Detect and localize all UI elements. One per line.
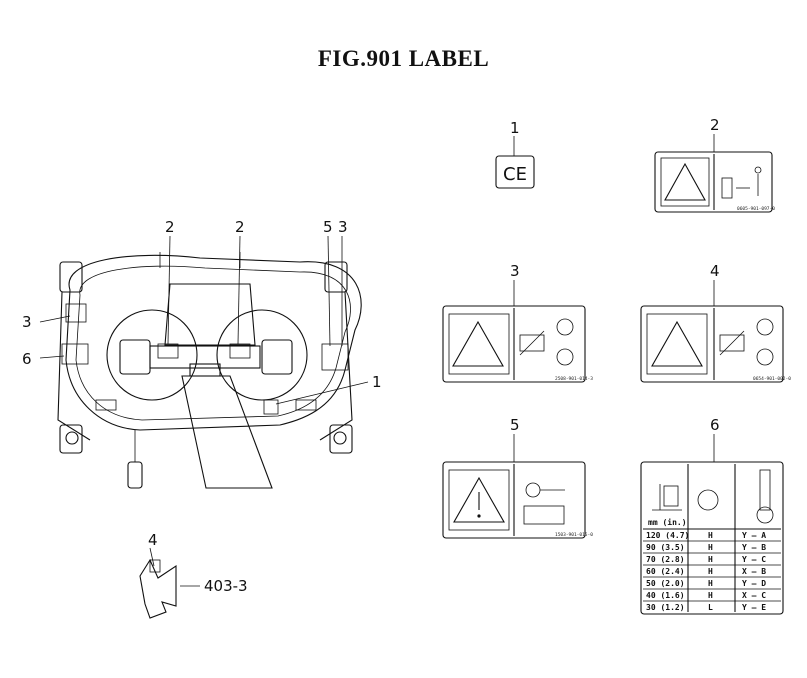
callout-2-right: 2 [235,218,245,236]
label-3-code: 2508-901-014-3 [555,376,593,382]
table-row-4-height: 60 (2.4) [646,567,685,576]
label-5-number: 5 [510,416,520,434]
label-4-code: 0654-901-002-0 [753,376,791,382]
callout-2-left: 2 [165,218,175,236]
table-row-6-height: 40 (1.6) [646,591,685,600]
label-4-number: 4 [710,262,720,280]
rotation-icon [556,318,574,336]
warning-triangle-icon [452,320,504,367]
mower-deck-assembly [39,235,369,489]
adjust-scale-icon [759,469,771,511]
rotation-icon [756,348,774,366]
height-table-unit: mm (in.) [648,517,687,527]
callout-6: 6 [22,350,32,368]
label-5-code: 1503-901-015-0 [555,532,593,538]
table-row-7-height: 30 (1.2) [646,603,685,612]
table-row-6-pos: H [708,591,713,600]
ce-mark-text: CE [503,164,527,185]
label-6-number: 6 [710,416,720,434]
table-row-2-pos: H [708,543,713,552]
label-1-ce-mark: CE [495,136,535,189]
caster-wheel-icon [697,489,719,511]
key-icon [525,482,541,498]
label-4-decal: 0654-901-002-0 [640,280,791,383]
part-callout-4: 4 [148,531,158,549]
part-403-3 [139,547,200,619]
table-row-3-height: 70 (2.8) [646,555,685,564]
no-feet-icon [719,334,745,352]
figure-title: FIG.901 LABEL [317,46,490,71]
table-row-7-pos: L [708,603,713,612]
table-row-1-pos: H [708,531,713,540]
warning-triangle-icon [664,162,706,201]
no-hands-icon [519,334,545,352]
part-ref-403-3: 403-3 [204,577,248,595]
rotation-icon [756,318,774,336]
machine-icon [721,177,733,199]
callout-3-right: 3 [338,218,348,236]
label-2-decal: 0605-901-097-0 [654,134,775,213]
rotation-icon [556,348,574,366]
callout-3-left: 3 [22,313,32,331]
table-row-6-setting: X — C [742,591,766,600]
callout-5: 5 [323,218,333,236]
table-row-1-height: 120 (4.7) [646,531,689,540]
label-1-number: 1 [510,119,520,137]
table-row-4-setting: X — B [742,567,766,576]
table-row-5-pos: H [708,579,713,588]
label-6-height-chart: mm (in.) 120 (4.7) H Y — A 90 (3.5) H Y … [640,434,784,615]
table-row-3-setting: Y — C [742,555,766,564]
table-row-2-height: 90 (3.5) [646,543,685,552]
label-3-number: 3 [510,262,520,280]
callout-1: 1 [372,373,382,391]
manual-icon [523,505,565,525]
label-5-decal: 1503-901-015-0 [442,434,593,539]
caution-triangle-icon [453,476,505,523]
label-3-decal: 2508-901-014-3 [442,280,593,383]
label-2-code: 0605-901-097-0 [737,206,775,212]
table-row-7-setting: Y — E [742,603,766,612]
table-row-2-setting: Y — B [742,543,766,552]
table-row-5-height: 50 (2.0) [646,579,685,588]
table-row-5-setting: Y — D [742,579,766,588]
warning-triangle-icon [651,320,703,367]
table-row-1-setting: Y — A [742,531,766,540]
label-2-number: 2 [710,116,720,134]
table-row-3-pos: H [708,555,713,564]
person-icon [754,166,762,174]
table-row-4-pos: H [708,567,713,576]
